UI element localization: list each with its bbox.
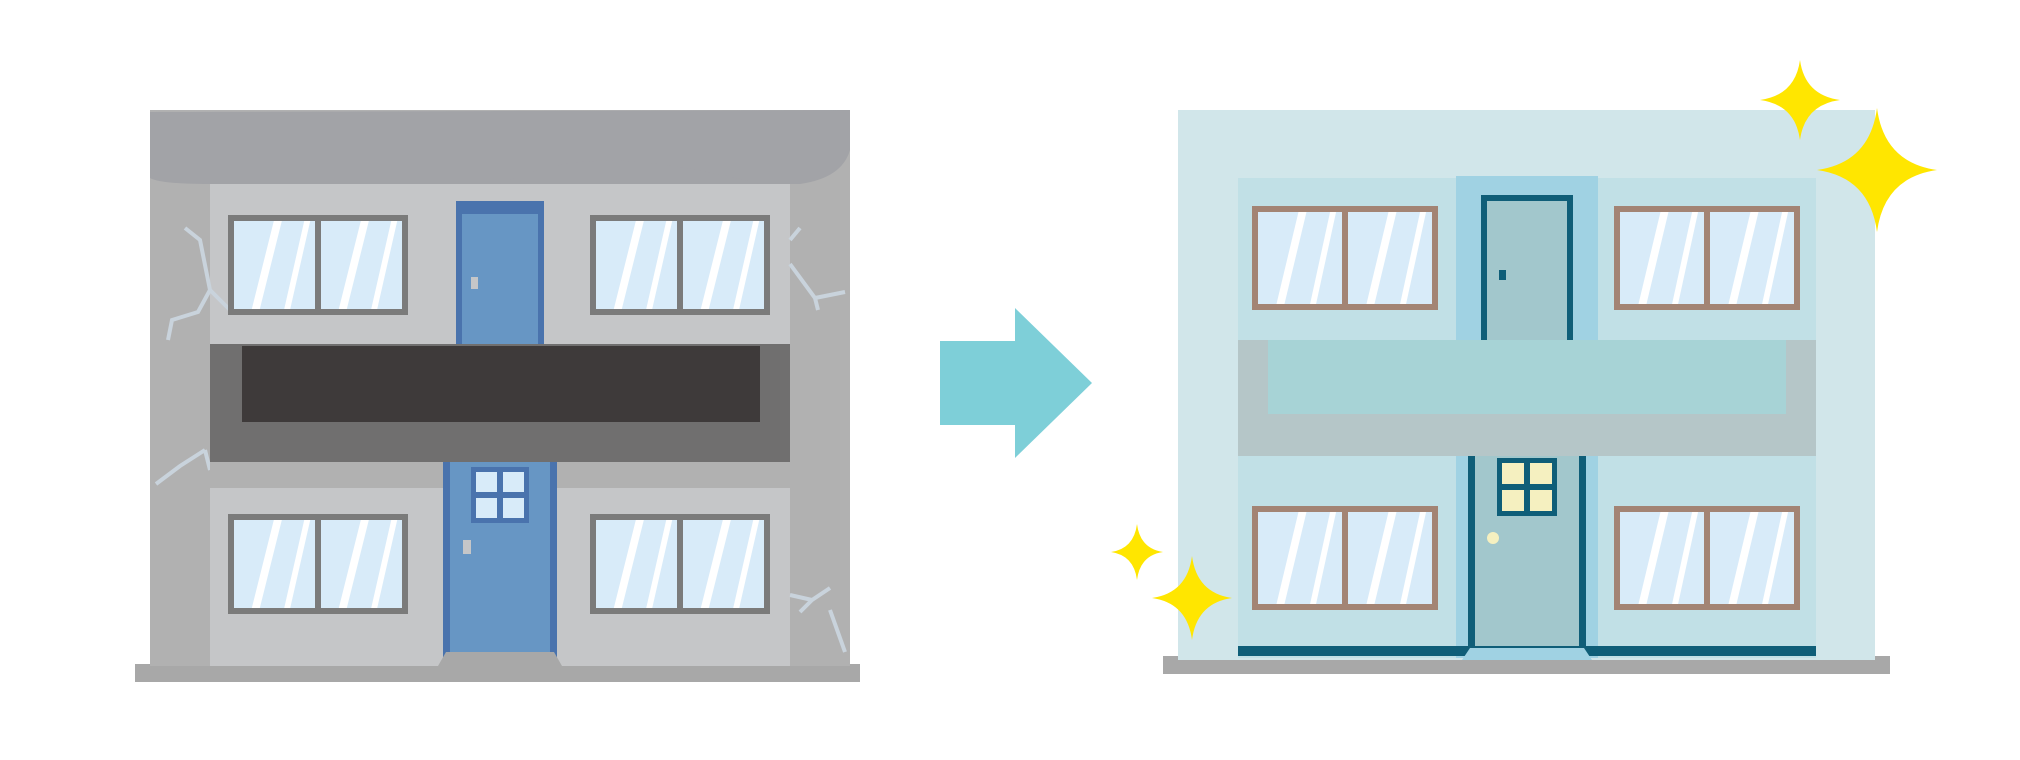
new-door-step <box>1462 648 1592 660</box>
old-roof <box>150 110 850 184</box>
sparkle-icon <box>1152 556 1232 640</box>
sparkle-icon <box>1760 60 1840 140</box>
new-door-window-pane <box>1502 463 1524 484</box>
window-reflection <box>1400 212 1427 304</box>
window-reflection <box>1276 212 1307 304</box>
window-reflection <box>1276 512 1307 604</box>
right-arrow-icon <box>940 308 1092 458</box>
window-reflection <box>338 221 369 309</box>
window-reflection <box>1638 212 1669 304</box>
window-reflection <box>284 520 311 608</box>
new-door-knob <box>1487 532 1499 544</box>
old-window <box>590 215 770 315</box>
new-door-window-pane <box>1502 490 1524 511</box>
window-reflection <box>371 221 398 309</box>
new-window <box>1614 206 1800 310</box>
window-reflection <box>1310 512 1337 604</box>
old-door-window-pane <box>503 472 524 492</box>
old-roof-stain <box>500 160 760 184</box>
window-reflection <box>1762 512 1789 604</box>
new-balcony-inner <box>1268 340 1786 414</box>
old-window <box>228 215 408 315</box>
new-door-knob <box>1499 270 1506 280</box>
old-upper-door <box>456 201 544 352</box>
new-window <box>1252 206 1438 310</box>
new-upper-door <box>1481 195 1573 349</box>
window-reflection <box>251 221 282 309</box>
old-ground-slab <box>135 664 860 682</box>
window-reflection <box>1366 212 1397 304</box>
sparkles <box>1111 60 1937 640</box>
old-door-window-pane <box>476 472 497 492</box>
window-reflection <box>1762 212 1789 304</box>
sparkle-icon <box>1111 524 1163 580</box>
crack-icon <box>788 226 846 311</box>
new-ground-slab <box>1163 656 1890 674</box>
old-door-window-pane <box>476 498 497 518</box>
new-door-window-pane <box>1530 490 1552 511</box>
window-reflection <box>1728 512 1759 604</box>
window-reflection <box>1638 512 1669 604</box>
window-reflection <box>1366 512 1397 604</box>
crack-icon <box>789 586 847 653</box>
window-reflection <box>284 221 311 309</box>
window-reflection <box>646 221 673 309</box>
window-reflection <box>700 520 731 608</box>
old-building <box>135 110 860 682</box>
old-window <box>228 514 408 614</box>
sparkle-icon <box>1817 108 1937 232</box>
window-reflection <box>613 221 644 309</box>
old-door-knob <box>463 540 471 554</box>
old-window <box>590 514 770 614</box>
new-building <box>1163 110 1890 674</box>
old-upper-door-top <box>459 204 541 214</box>
window-reflection <box>1310 212 1337 304</box>
window-reflection <box>338 520 369 608</box>
window-reflection <box>251 520 282 608</box>
window-reflection <box>1400 512 1427 604</box>
new-window <box>1614 506 1800 610</box>
old-door-window-pane <box>503 498 524 518</box>
old-door-step <box>438 652 562 666</box>
crack-icon <box>154 448 212 486</box>
window-reflection <box>613 520 644 608</box>
window-reflection <box>371 520 398 608</box>
old-door-knob <box>471 277 478 289</box>
window-reflection <box>1672 512 1699 604</box>
window-reflection <box>1672 212 1699 304</box>
new-window <box>1252 506 1438 610</box>
window-reflection <box>733 520 760 608</box>
window-reflection <box>646 520 673 608</box>
new-door-window-pane <box>1530 463 1552 484</box>
old-balcony-opening <box>242 346 760 422</box>
window-reflection <box>733 221 760 309</box>
window-reflection <box>1728 212 1759 304</box>
window-reflection <box>700 221 731 309</box>
